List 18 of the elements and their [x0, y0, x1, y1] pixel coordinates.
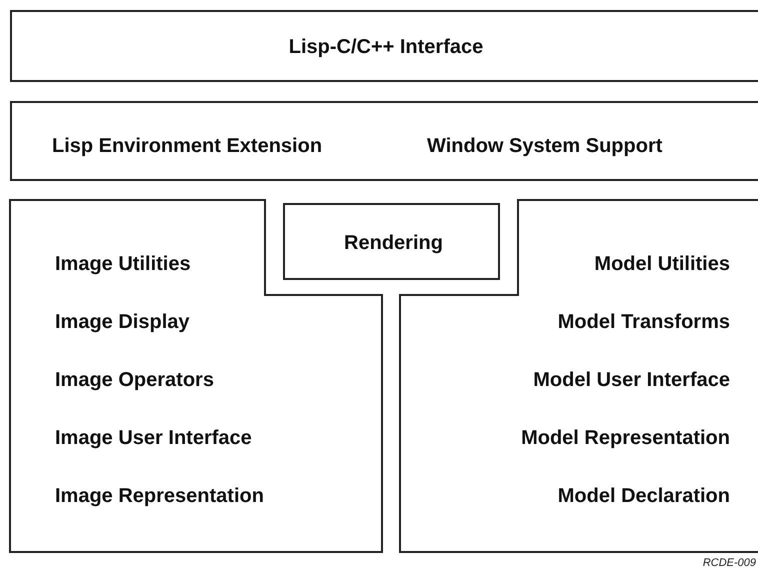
- layer-label: Model Declaration: [558, 485, 730, 508]
- layer-box: [10, 101, 758, 181]
- layer-label: Image User Interface: [55, 427, 252, 450]
- layer-label: Lisp-C/C++ Interface: [288, 36, 484, 59]
- layer-label: Rendering: [343, 232, 444, 255]
- layer-label: Window System Support: [427, 135, 662, 158]
- layer-label: Image Utilities: [55, 253, 191, 276]
- layer-box: [283, 203, 500, 280]
- layer-label: Image Operators: [55, 369, 214, 392]
- layer-box: [10, 10, 758, 82]
- layer-label: Image Display: [55, 311, 190, 334]
- layer-label: Image Representation: [55, 485, 264, 508]
- layer-label: Model Utilities: [594, 253, 730, 276]
- layer-label: Lisp Environment Extension: [52, 135, 322, 158]
- layer-label: Model User Interface: [533, 369, 730, 392]
- figure-code: RCDE-009: [702, 557, 756, 569]
- layer-label: Model Representation: [521, 427, 730, 450]
- layer-label: Model Transforms: [558, 311, 730, 334]
